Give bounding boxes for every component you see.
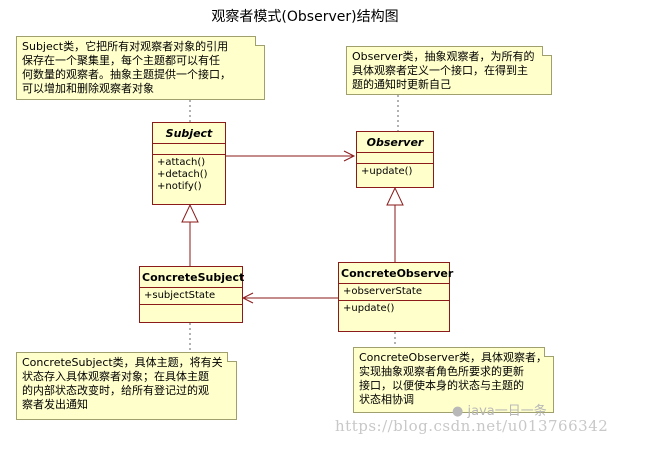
operation: +detach() (157, 169, 208, 180)
note-concrete-observer: ConcreteObserver类，具体观察者， 实现抽象观察者角色所要求的更新… (353, 347, 554, 413)
watermark-wechat-text: java一日一条 (467, 404, 547, 419)
class-name: Observer (357, 132, 433, 153)
attributes-section (357, 153, 433, 164)
operations-section: +attach() +detach() +notify() (153, 155, 225, 195)
watermark-blog: https://blog.csdn.net/u013766342 (335, 417, 609, 435)
generalization-triangle-observer (386, 186, 404, 206)
operation: +notify() (157, 181, 202, 192)
attributes-section (153, 144, 225, 155)
operation: +attach() (157, 157, 206, 168)
note-observer: Observer类，抽象观察者，为所有的 具体观察者定义一个接口，在得到主 题的… (346, 46, 552, 95)
note-concrete-subject: ConcreteSubject类，具体主题，将有关 状态存入具体观察者对象；在具… (16, 352, 237, 420)
operations-section: +update() (339, 301, 449, 317)
attributes-section: +subjectState (140, 288, 242, 305)
association-arrowhead-subject (241, 292, 254, 304)
attribute: +subjectState (144, 290, 216, 301)
operation: +update() (343, 303, 395, 314)
class-concrete-observer: ConcreteObserver +observerState +update(… (338, 262, 453, 332)
operations-section (140, 305, 242, 319)
class-observer: Observer +update() (356, 131, 434, 188)
association-arrowhead-observer (343, 150, 356, 162)
class-name: ConcreteSubject (140, 267, 244, 288)
operations-section: +update() (357, 164, 433, 180)
watermark-wechat: ● java一日一条 (452, 400, 547, 419)
operation: +update() (361, 166, 413, 177)
class-name: Subject (153, 123, 225, 144)
attributes-section: +observerState (339, 284, 449, 301)
attribute: +observerState (343, 286, 422, 297)
class-name: ConcreteObserver (339, 263, 453, 284)
diagram-title: 观察者模式(Observer)结构图 (211, 9, 399, 25)
generalization-triangle-subject (181, 203, 199, 223)
class-subject: Subject +attach() +detach() +notify() (152, 122, 226, 205)
note-subject: Subject类，它把所有对观察者对象的引用 保存在一个聚集里，每个主题都可以有… (16, 36, 265, 100)
wechat-icon: ● (452, 404, 464, 419)
class-concrete-subject: ConcreteSubject +subjectState (139, 266, 244, 323)
